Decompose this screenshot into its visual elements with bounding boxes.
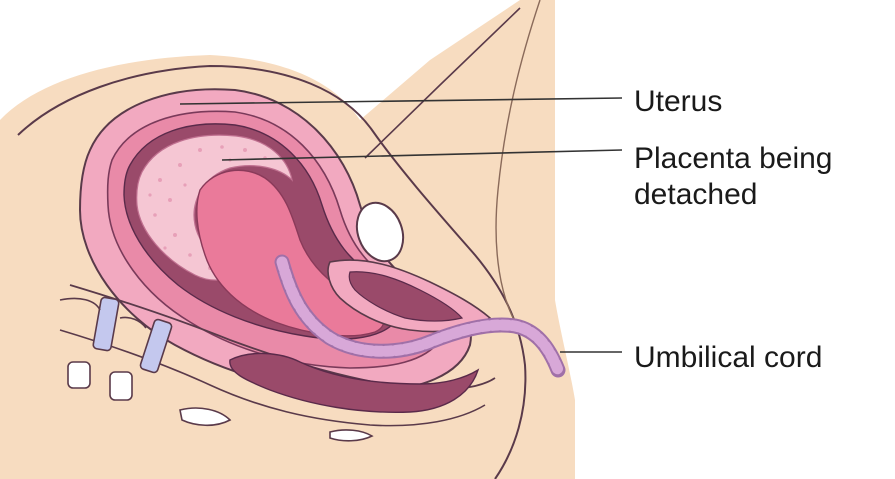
label-placenta-line1: Placenta being bbox=[634, 141, 833, 177]
label-placenta: Placenta being detached bbox=[634, 141, 833, 213]
label-uterus: Uterus bbox=[634, 84, 722, 120]
label-placenta-line2: detached bbox=[634, 177, 833, 213]
label-umbilical-cord: Umbilical cord bbox=[634, 340, 822, 376]
